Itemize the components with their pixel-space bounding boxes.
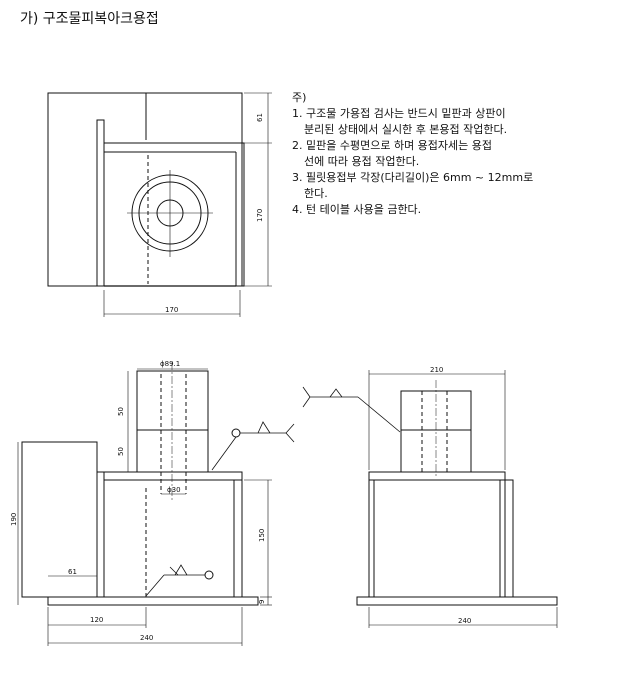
front-left-plate <box>21 441 98 598</box>
front-dim-dia-hole: ϕ30 <box>167 486 181 494</box>
plan-side-plate <box>96 119 105 287</box>
note-2-line-1: 2. 밑판을 수평면으로 하며 용접자세는 용접 <box>292 139 493 152</box>
plan-dim-61: 61 <box>256 113 264 122</box>
front-pipe <box>136 370 209 473</box>
front-dim-50-bottom: 50 <box>117 447 125 456</box>
weld-symbol-side <box>302 386 401 433</box>
notes-heading: 주) <box>292 91 307 104</box>
front-base-plate <box>47 596 259 606</box>
side-view: 210 240 <box>302 366 558 628</box>
front-dim-120: 120 <box>90 616 103 624</box>
plan-outer-plate <box>47 92 243 287</box>
side-pipe <box>400 390 472 473</box>
front-dim-61: 61 <box>68 568 77 576</box>
front-view: ϕ89.1 50 50 ϕ30 190 61 150 9 120 240 <box>10 360 295 646</box>
side-upper-box <box>368 471 506 598</box>
page-title: 가) 구조물피복아크용접 <box>20 11 159 27</box>
front-dim-190: 190 <box>10 513 18 526</box>
front-dim-50-top: 50 <box>117 407 125 416</box>
note-1-line-1: 1. 구조물 가용접 검사는 반드시 밑판과 상판이 <box>292 107 506 120</box>
note-3-line-2: 한다. <box>304 187 328 200</box>
notes-block: 주) 1. 구조물 가용접 검사는 반드시 밑판과 상판이 분리된 상태에서 실… <box>292 90 592 218</box>
plan-dim-170-side: 170 <box>256 209 264 222</box>
front-dim-9: 9 <box>258 600 266 604</box>
note-1-line-2: 분리된 상태에서 실시한 후 본용접 작업한다. <box>304 123 508 136</box>
plan-view: 61 170 170 <box>47 92 272 317</box>
side-base-plate <box>356 596 558 606</box>
front-side-plate <box>96 471 105 598</box>
side-dim-240: 240 <box>458 617 471 625</box>
front-dim-dia-pipe: ϕ89.1 <box>160 360 180 368</box>
plan-dim-170-bottom: 170 <box>165 306 178 314</box>
front-dim-150: 150 <box>258 529 266 542</box>
side-dim-210: 210 <box>430 366 443 374</box>
weld-symbol-upper <box>211 421 295 471</box>
plan-upper-plate <box>103 142 245 287</box>
note-2-line-2: 선에 따라 용접 작업한다. <box>304 155 420 168</box>
weld-symbol-lower <box>145 564 214 597</box>
front-dim-240: 240 <box>140 634 153 642</box>
note-4: 4. 턴 테이블 사용을 금한다. <box>292 203 422 216</box>
note-3-line-1: 3. 필릿용접부 각장(다리길이)은 6mm ~ 12mm로 <box>292 171 534 184</box>
side-right-plate <box>504 479 514 598</box>
